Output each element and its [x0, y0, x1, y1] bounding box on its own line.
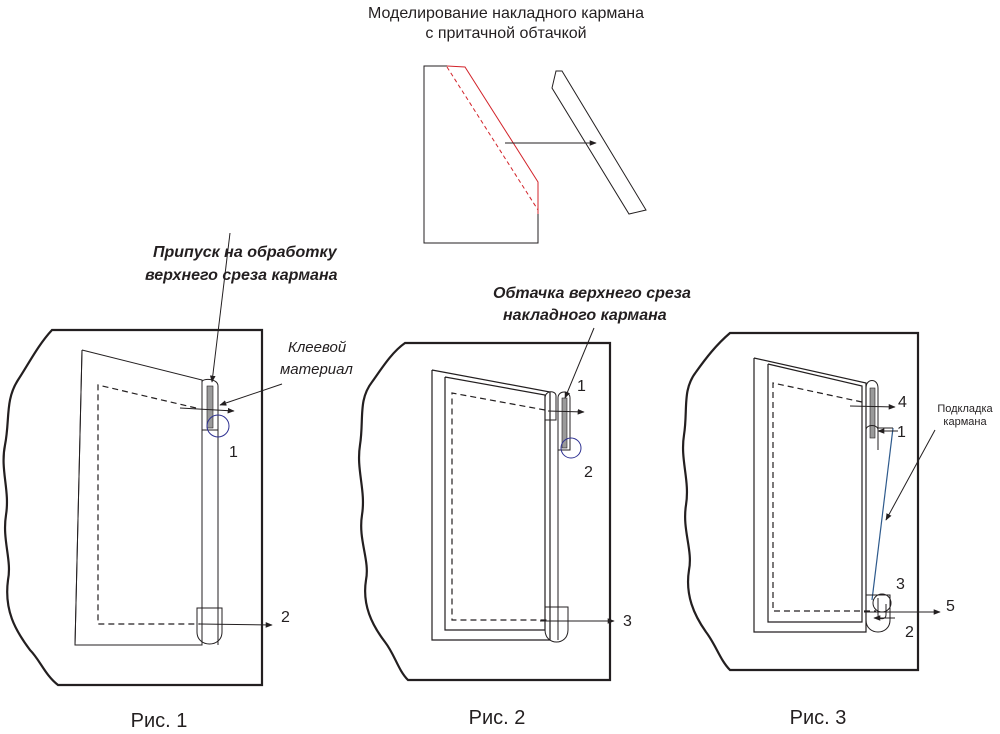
stitch-line	[446, 66, 539, 211]
allowance-label-line1: Припуск на обработку	[153, 244, 338, 261]
lining-label-line1: Подкладка	[937, 403, 993, 415]
lining-label-line2: кармана	[943, 416, 987, 428]
facing-piece	[551, 70, 647, 215]
adhesive-label-line2: материал	[280, 361, 353, 378]
adhesive-label-line1: Клеевой	[288, 339, 347, 356]
figure-3	[682, 331, 941, 672]
figure-3-marker-3: 3	[896, 576, 905, 593]
lining-line	[871, 427, 894, 601]
allowance-label-line2: верхнего среза кармана	[145, 267, 338, 284]
figure-1-caption: Рис. 1	[131, 710, 188, 732]
figure-2-marker-1: 1	[577, 378, 586, 395]
figure-1-marker-2: 2	[281, 609, 290, 626]
diagram-title-line1: Моделирование накладного кармана	[368, 5, 644, 22]
figure-3-caption: Рис. 3	[790, 707, 847, 729]
figure-3-marker-4: 4	[898, 394, 907, 411]
figure-2	[358, 327, 615, 682]
diagram-title-line2: с притачной обтачкой	[425, 25, 586, 42]
garment-panel-3	[682, 331, 920, 672]
figure-3-marker-2: 2	[905, 624, 914, 641]
figure-2-caption: Рис. 2	[469, 707, 526, 729]
figure-1	[2, 232, 283, 687]
facing-label-line1: Обтачка верхнего среза	[493, 285, 691, 302]
figure-2-marker-2: 2	[584, 464, 593, 481]
figure-3-marker-1: 1	[897, 424, 906, 441]
figure-2-marker-3: 3	[623, 613, 632, 630]
facing-label-line2: накладного кармана	[503, 307, 667, 324]
garment-panel-1	[2, 328, 264, 687]
garment-panel-2	[358, 341, 612, 682]
figure-1-marker-1: 1	[229, 444, 238, 461]
figure-3-marker-5: 5	[946, 598, 955, 615]
modeling-pattern	[423, 65, 647, 244]
cut-line	[446, 65, 539, 214]
